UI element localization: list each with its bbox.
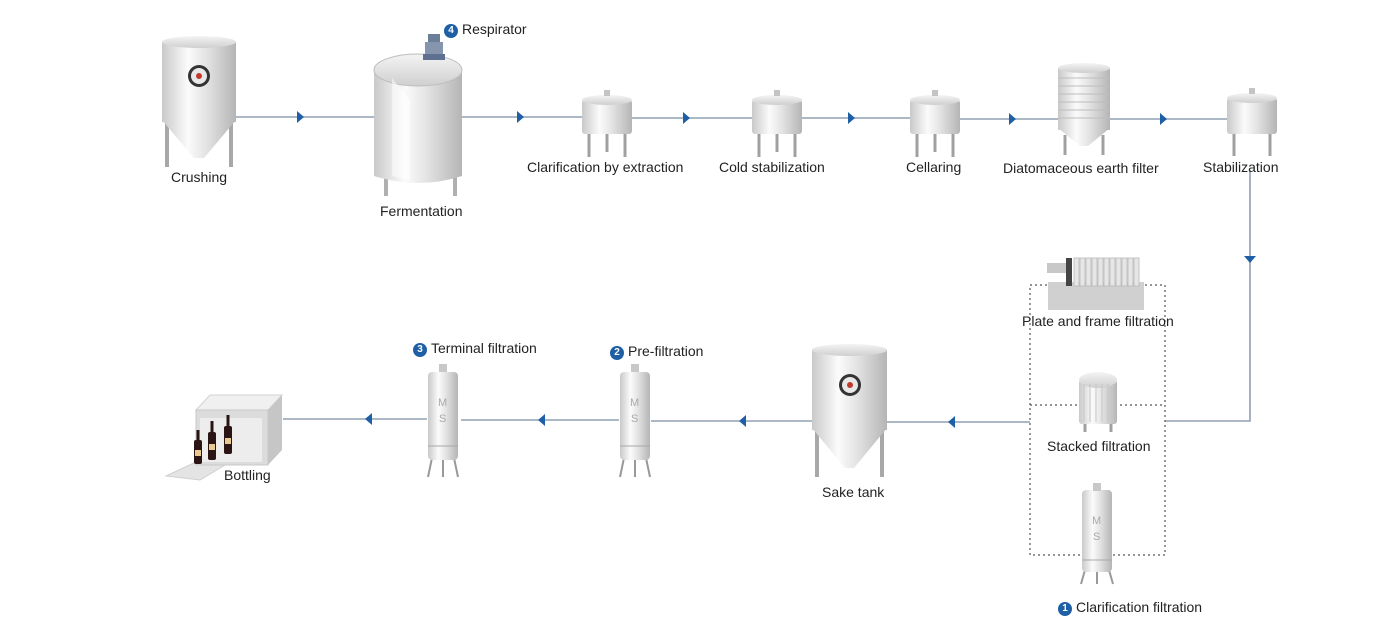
arrow-right [848,112,855,124]
sake-tank [812,344,887,477]
terminal-filter-housing: M S [427,364,459,478]
label-terminal-filtration: 3 Terminal filtration [413,340,537,357]
ms-mark: M [1092,515,1101,527]
clarification-extraction-tank [582,90,632,157]
arrow-down [1244,256,1256,263]
arrow-left [365,413,372,425]
arrow-right [1009,113,1016,125]
label-bottling: Bottling [224,467,271,483]
fermentation-tank [373,53,463,196]
label-sake-tank: Sake tank [822,484,885,500]
ms-mark: M [630,397,639,409]
cold-stabilization-tank [752,90,802,157]
label-stacked-filtration: Stacked filtration [1047,438,1151,454]
label-clarification-filtration: 1 Clarification filtration [1058,599,1202,616]
filter-options-box [1029,284,1166,556]
step-number-badge: 2 [610,346,624,360]
label-crushing: Crushing [171,169,228,185]
arrow-right [683,112,690,124]
arrow-right [1160,113,1167,125]
label-respirator-text: Respirator [462,21,527,37]
stacked-filter-tank [1079,372,1117,432]
step-number-badge: 1 [1058,602,1072,616]
arrow-right [297,111,304,123]
label-pre-filtration-text: Pre-filtration [628,343,704,359]
diatomaceous-filter-tank [1058,63,1110,155]
bottling-machine [164,394,284,481]
pre-filter-housing: M S [619,364,651,478]
clarification-filter-housing: M S [1080,483,1114,585]
plate-frame-filter-machine [1047,257,1144,310]
label-clarification-filtration-text: Clarification filtration [1076,599,1203,615]
ms-mark: S [439,413,446,425]
ms-mark: S [1093,531,1100,543]
label-pre-filtration: 2 Pre-filtration [610,343,703,360]
label-cellaring: Cellaring [906,159,962,175]
stabilization-tank [1227,88,1277,156]
step-number-badge: 4 [444,24,458,38]
label-cold-stabilization: Cold stabilization [719,159,825,175]
label-clarification-by-extraction: Clarification by extraction [527,159,684,175]
arrow-left [538,414,545,426]
ms-mark: M [438,397,447,409]
arrow-left [739,415,746,427]
label-stabilization: Stabilization [1203,159,1279,175]
ms-mark: S [631,413,638,425]
cellaring-tank [910,90,960,157]
arrow-right [517,111,524,123]
label-terminal-filtration-text: Terminal filtration [431,340,537,356]
arrow-left [948,416,955,428]
crushing-tank [162,36,236,167]
step-number-badge: 3 [413,343,427,357]
respirator-device [423,34,445,60]
label-respirator: 4 Respirator [444,21,527,38]
line-stabilization-down [1165,170,1251,422]
label-fermentation: Fermentation [380,203,463,219]
label-diatomaceous-earth-filter: Diatomaceous earth filter [1003,160,1159,176]
label-plate-and-frame-filtration: Plate and frame filtration [1022,313,1174,329]
flow-arrows [297,111,1256,428]
